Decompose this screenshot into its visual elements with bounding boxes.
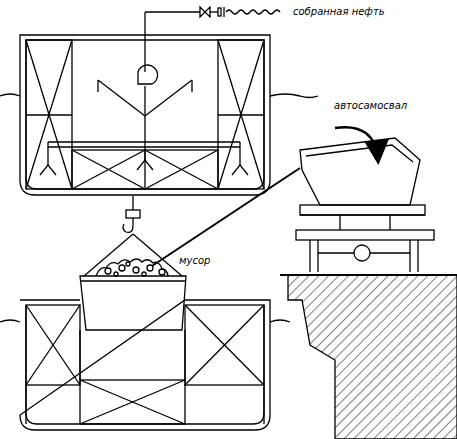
label-text: мусор: [178, 255, 211, 267]
label-text: собранная нефть: [292, 6, 386, 18]
label-text: автосамосвал: [333, 100, 408, 112]
